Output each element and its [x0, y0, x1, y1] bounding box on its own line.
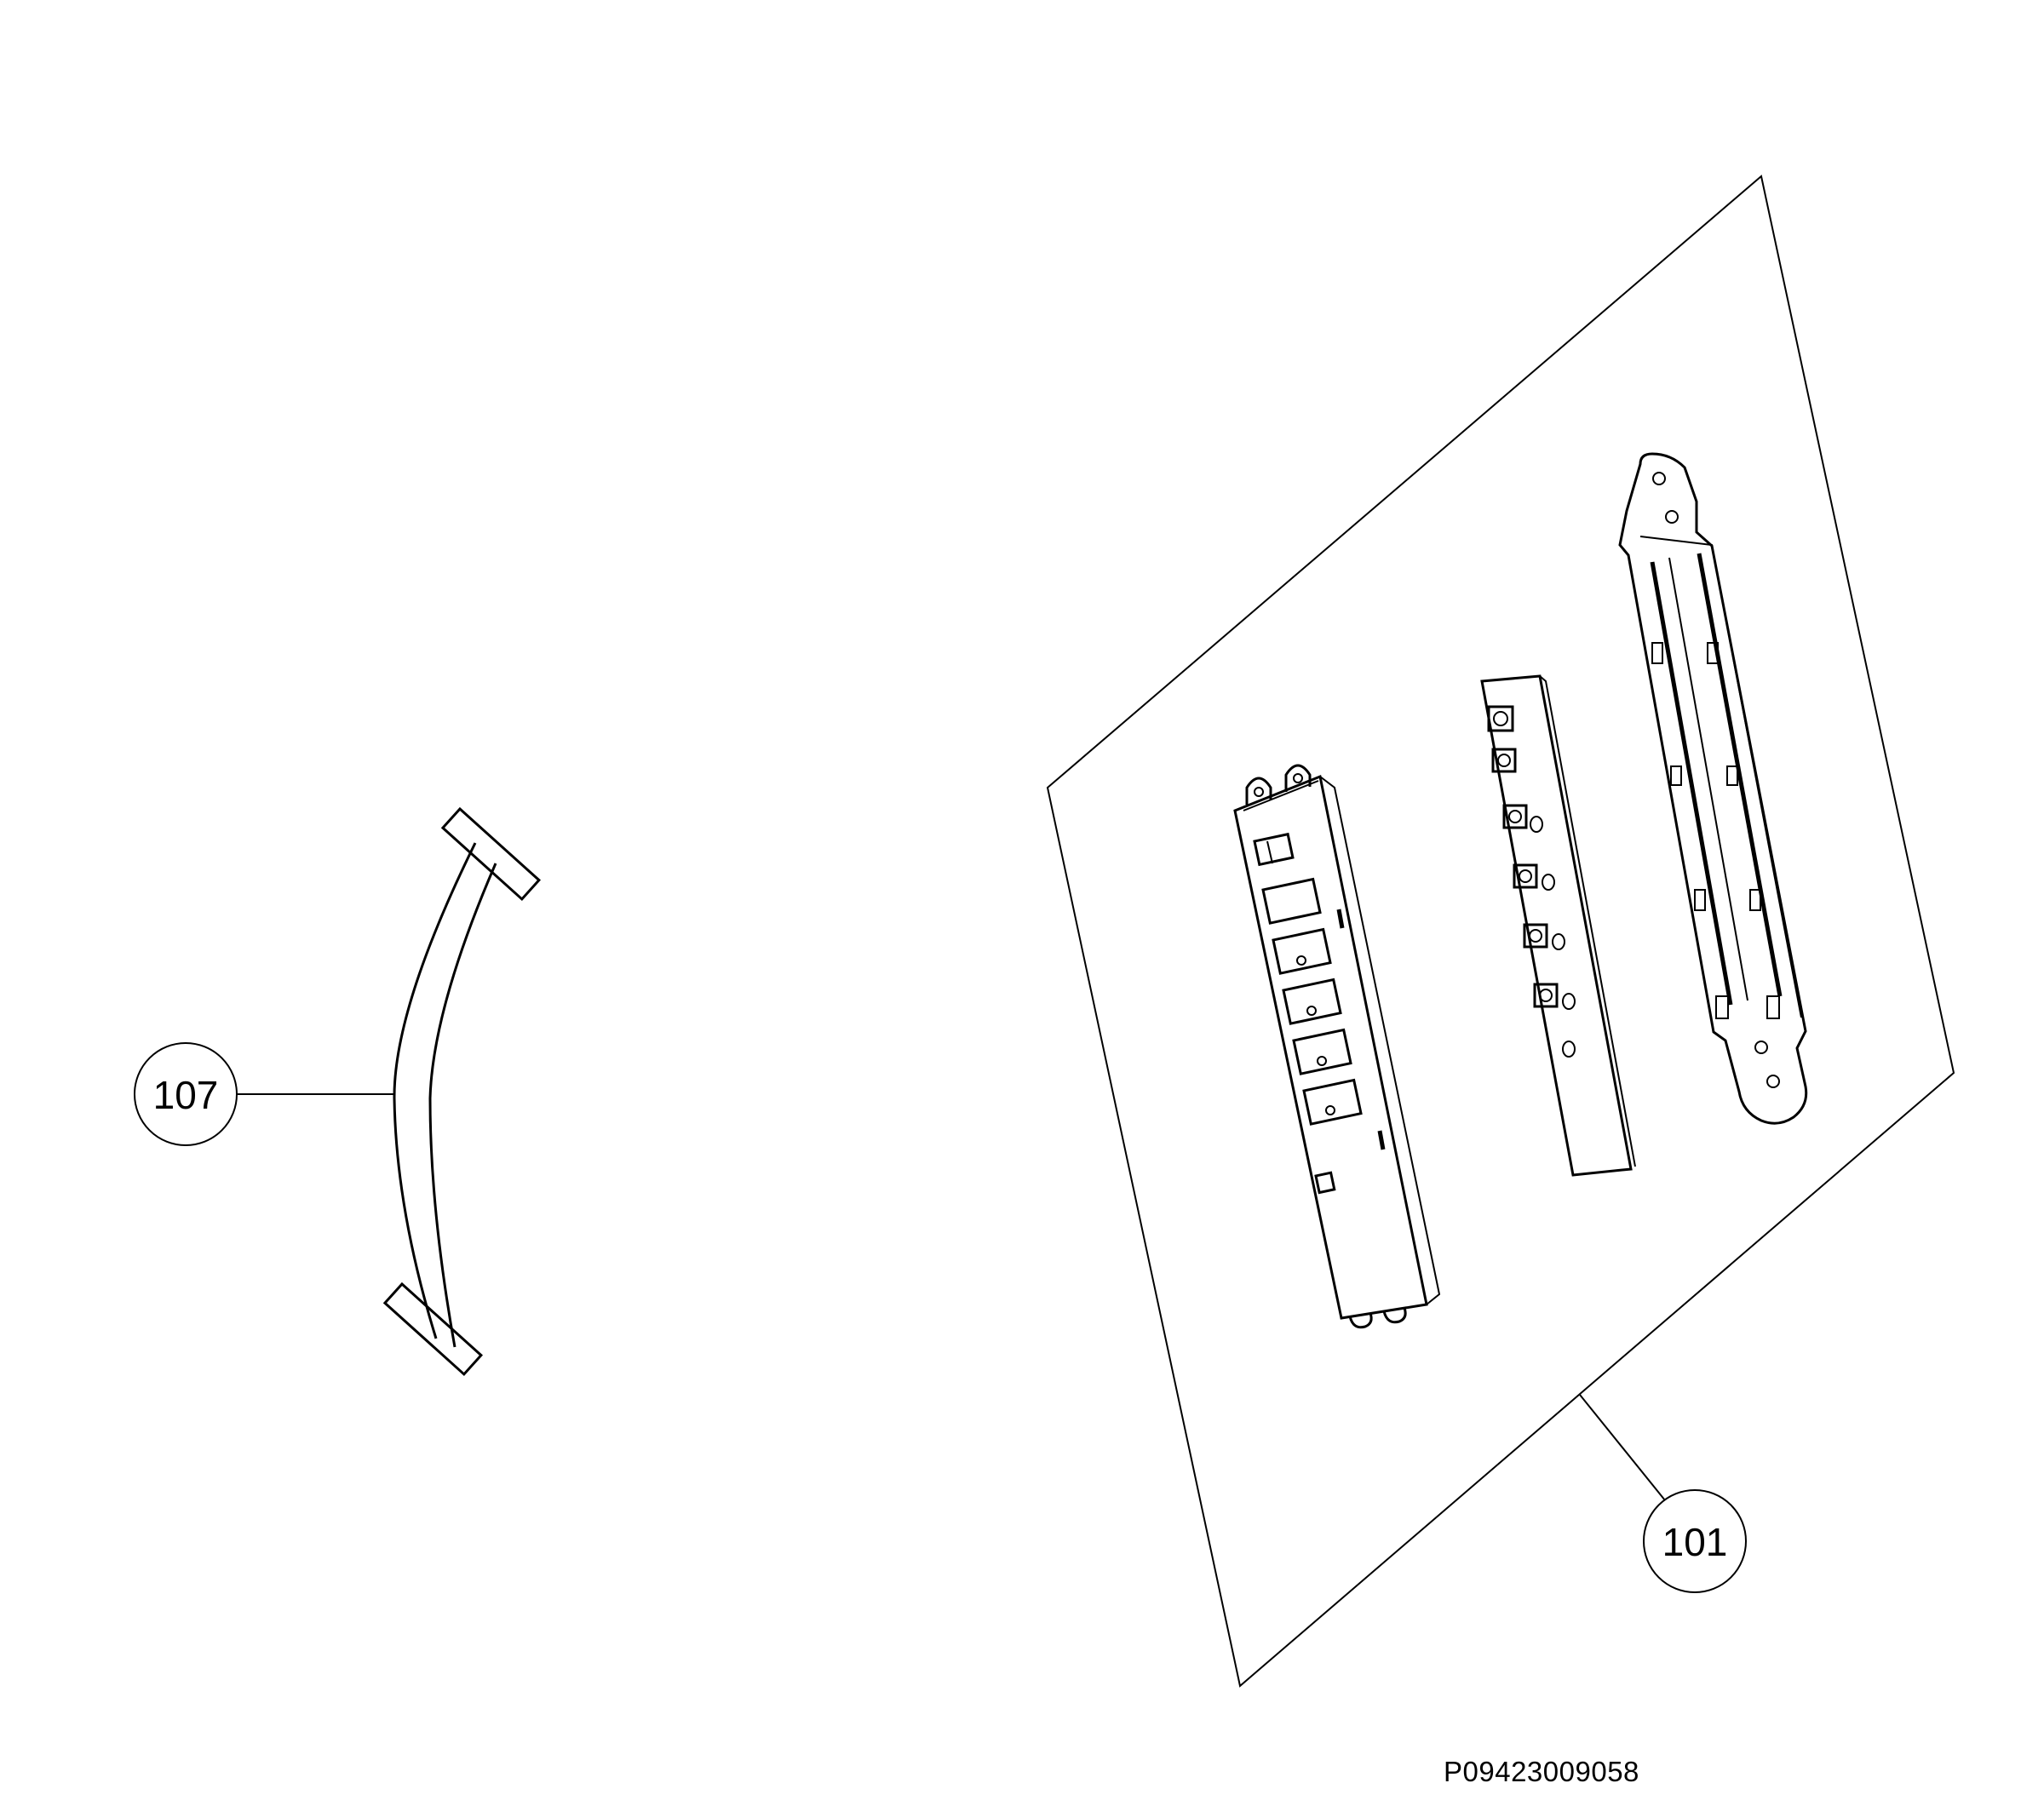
wire-harness-part [382, 806, 542, 1377]
keypad-buttons [1261, 877, 1363, 1126]
callout-101[interactable]: 101 [1643, 1489, 1747, 1593]
connector-bottom [382, 1281, 484, 1377]
callout-107[interactable]: 107 [134, 1042, 238, 1146]
leader-line-101 [1579, 1394, 1666, 1501]
callout-107-label: 107 [153, 1073, 219, 1117]
led-switch-board [1480, 674, 1636, 1177]
keypad-switch-board [1233, 764, 1441, 1329]
mounting-bracket [1618, 452, 1808, 1125]
callout-101-label: 101 [1662, 1520, 1728, 1564]
reference-code: P09423009058 [1444, 1756, 1639, 1787]
connector-top [440, 806, 542, 902]
kit-outline [1046, 175, 1955, 1688]
tactile-switches [1487, 705, 1576, 1058]
